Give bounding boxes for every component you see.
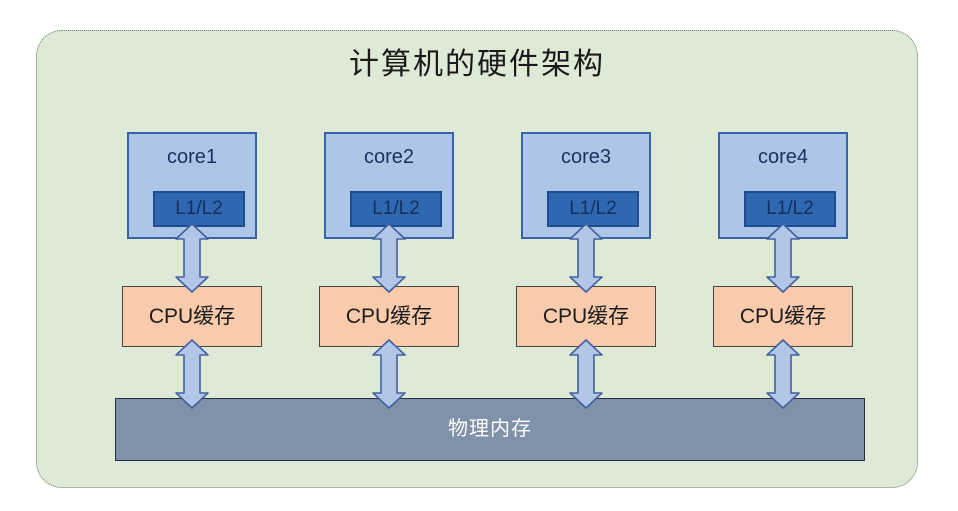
core-box-4: core4 L1/L2	[718, 132, 848, 239]
hardware-architecture-diagram: 计算机的硬件架构 core1 L1/L2 CPU缓存 core2 L1/L2 C…	[36, 30, 918, 488]
cache-memory-double-arrow-icon	[174, 339, 210, 409]
l1l2-cache-box-1: L1/L2	[153, 191, 245, 227]
core-cache-double-arrow-icon	[765, 223, 801, 293]
physical-memory-bar: 物理内存	[115, 398, 865, 461]
core-column-3: core3 L1/L2 CPU缓存	[516, 132, 656, 410]
core-column-4: core4 L1/L2 CPU缓存	[713, 132, 853, 410]
core-label: core2	[363, 146, 415, 168]
cache-memory-double-arrow-icon	[568, 339, 604, 409]
cache-memory-double-arrow-icon	[765, 339, 801, 409]
l1l2-cache-box-4: L1/L2	[744, 191, 836, 227]
core-cache-double-arrow-icon	[568, 223, 604, 293]
core-box-1: core1 L1/L2	[127, 132, 257, 239]
core-label: core4	[757, 146, 809, 168]
cpu-cache-box-4: CPU缓存	[713, 286, 853, 347]
cpu-cache-box-1: CPU缓存	[122, 286, 262, 347]
core-column-1: core1 L1/L2 CPU缓存	[122, 132, 262, 410]
l1l2-cache-box-3: L1/L2	[547, 191, 639, 227]
core-box-3: core3 L1/L2	[521, 132, 651, 239]
core-label: core1	[166, 146, 218, 168]
cpu-cache-box-2: CPU缓存	[319, 286, 459, 347]
core-cache-double-arrow-icon	[371, 223, 407, 293]
cache-memory-double-arrow-icon	[371, 339, 407, 409]
core-cache-double-arrow-icon	[174, 223, 210, 293]
core-box-2: core2 L1/L2	[324, 132, 454, 239]
core-column-2: core2 L1/L2 CPU缓存	[319, 132, 459, 410]
diagram-title: 计算机的硬件架构	[349, 48, 605, 81]
l1l2-cache-box-2: L1/L2	[350, 191, 442, 227]
core-label: core3	[560, 146, 612, 168]
cpu-cache-box-3: CPU缓存	[516, 286, 656, 347]
